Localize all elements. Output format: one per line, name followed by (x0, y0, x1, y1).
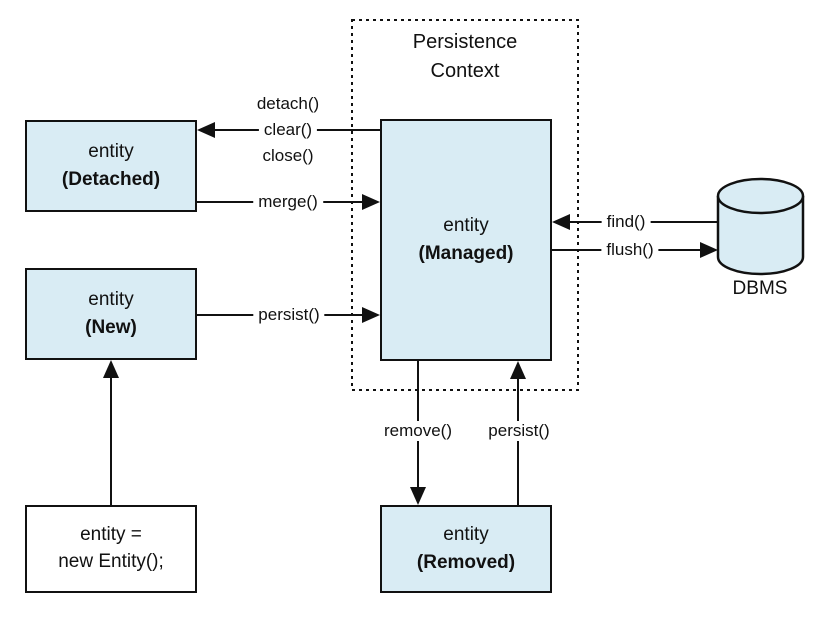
flush-label: flush() (601, 240, 659, 260)
dbms-label: DBMS (732, 278, 788, 299)
close-label: close() (257, 146, 319, 166)
persist-new-label: persist() (253, 305, 325, 325)
persistence-context-title-line1: Persistence (412, 31, 518, 53)
entity-detached-state: (Detached) (61, 169, 161, 190)
entity-removed-name: entity (443, 523, 489, 545)
entity-new-state: (New) (85, 317, 137, 338)
entity-managed-state: (Managed) (418, 243, 514, 264)
entity-new-name: entity (88, 288, 134, 310)
entity-code-line1: entity = (80, 524, 142, 546)
dbms-cylinder-icon (716, 177, 805, 276)
entity-removed-state: (Removed) (416, 552, 516, 573)
persistence-context-title-line2: Context (430, 60, 500, 82)
persist-removed-label: persist() (483, 421, 555, 441)
persist-removed-arrow (510, 361, 526, 505)
entity-code-line2: new Entity(); (58, 551, 164, 572)
persistence-context-title: Persistence Context (352, 28, 578, 86)
entity-detached-name: entity (88, 140, 134, 162)
entity-detached-box: entity (Detached) (25, 120, 197, 212)
entity-managed-box: entity (Managed) (380, 119, 552, 361)
new-entity-arrow (103, 360, 119, 505)
merge-label: merge() (253, 192, 323, 212)
detach-label: detach() (251, 94, 325, 114)
persistence-context-boundary (351, 19, 579, 391)
find-label: find() (601, 212, 651, 232)
entity-removed-box: entity (Removed) (380, 505, 552, 593)
entity-new-box: entity (New) (25, 268, 197, 360)
clear-label: clear() (258, 120, 318, 140)
entity-managed-name: entity (443, 214, 489, 236)
remove-label: remove() (378, 421, 458, 441)
entity-code-box: entity = new Entity(); (25, 505, 197, 593)
